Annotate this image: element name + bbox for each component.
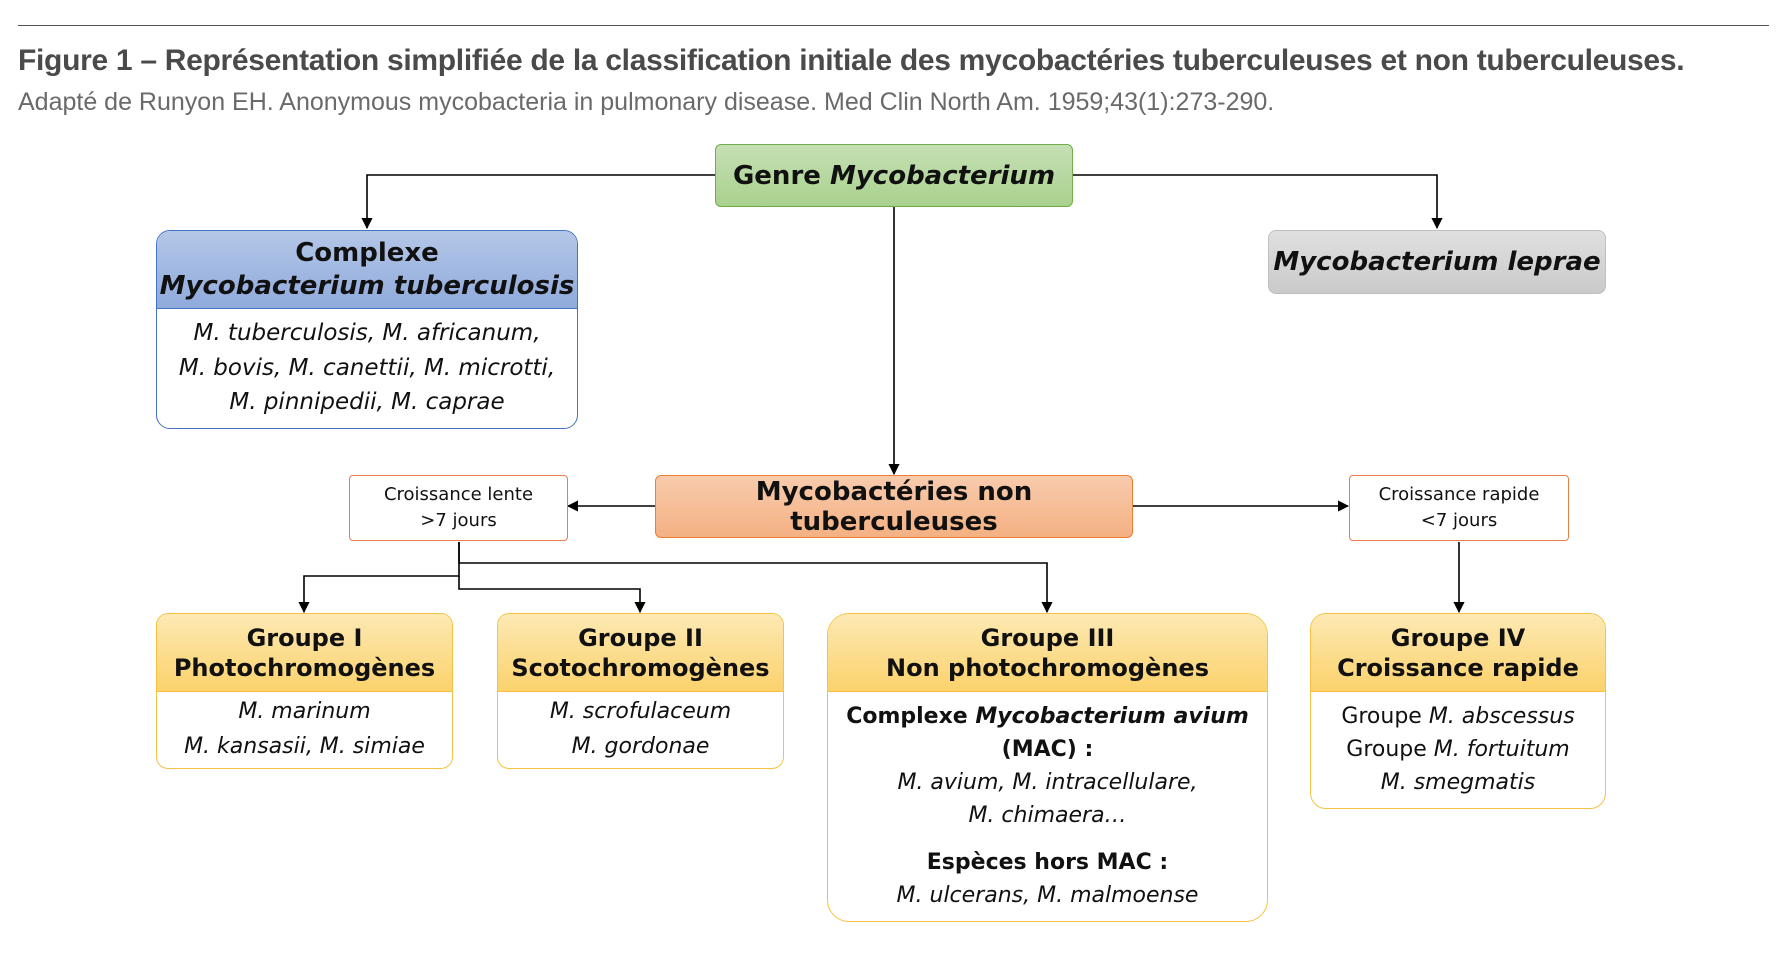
slow-growth-box: Croissance lente >7 jours [349, 475, 568, 541]
group4-line2: Croissance rapide [1337, 653, 1579, 682]
group1-line2: Photochromogènes [173, 653, 436, 682]
tb-member-line: M. tuberculosis, M. africanum, [193, 320, 541, 347]
figure-title: Figure 1 – Représentation simplifiée de … [18, 44, 1685, 77]
tb-complex-line1: Complexe [295, 238, 439, 268]
group1-box: Groupe I Photochromogènes M. marinum M. … [156, 613, 453, 769]
top-rule [18, 25, 1769, 26]
group2-member: M. scrofulaceum [549, 699, 732, 725]
figure-subtitle: Adapté de Runyon EH. Anonymous mycobacte… [18, 88, 1275, 116]
tb-complex-box: Complexe Mycobacterium tuberculosis M. t… [156, 230, 578, 429]
group4-member: Groupe M. abscessus [1341, 700, 1574, 733]
group1-member: M. kansasii, M. simiae [184, 733, 425, 759]
group4-member-prefix: Groupe [1341, 704, 1422, 729]
group3-other-members: M. ulcerans, M. malmoense [896, 883, 1199, 908]
arrow-slow-to-group2 [458, 576, 646, 614]
arrow-slow-to-group3 [458, 542, 1053, 614]
arrow-genus-to-leprae [1073, 174, 1443, 230]
group2-members: M. scrofulaceum M. gordonae [498, 692, 783, 767]
group4-members: Groupe M. abscessus Groupe M. fortuitum … [1311, 692, 1605, 807]
group1-line1: Groupe I [246, 623, 363, 652]
leprae-label: Mycobacterium leprae [1273, 247, 1601, 277]
group1-members: M. marinum M. kansasii, M. simiae [157, 692, 452, 767]
group4-box: Groupe IV Croissance rapide Groupe M. ab… [1310, 613, 1606, 809]
ntm-box: Mycobactéries non tuberculeuses [655, 475, 1133, 538]
arrow-slow-to-group1 [298, 542, 460, 614]
group3-mac-suffix: (MAC) : [1001, 737, 1094, 762]
group2-header: Groupe II Scotochromogènes [498, 614, 783, 692]
arrow-genus-to-tb-complex [361, 174, 715, 230]
group2-line2: Scotochromogènes [511, 653, 770, 682]
genus-box: Genre Mycobacterium [715, 144, 1073, 207]
tb-complex-line2: Mycobacterium tuberculosis [159, 270, 575, 301]
tb-complex-members: M. tuberculosis, M. africanum, M. bovis,… [157, 309, 577, 427]
group3-mac-prefix: Complexe [846, 704, 968, 729]
group3-box: Groupe III Non photochromogènes Complexe… [827, 613, 1268, 922]
tb-complex-header: Complexe Mycobacterium tuberculosis [157, 231, 577, 309]
group2-box: Groupe II Scotochromogènes M. scrofulace… [497, 613, 784, 769]
group3-mac-member: M. chimaera… [968, 803, 1127, 828]
group4-member-prefix: Groupe [1346, 737, 1427, 762]
ntm-label: Mycobactéries non tuberculeuses [755, 476, 1033, 537]
rapid-growth-line1: Croissance rapide [1378, 483, 1540, 505]
group2-member: M. gordonae [571, 733, 710, 759]
leprae-box: Mycobacterium leprae [1268, 230, 1606, 294]
group4-member-name: M. smegmatis [1380, 770, 1536, 795]
slow-growth-line2: >7 jours [420, 510, 497, 531]
rapid-growth-box: Croissance rapide <7 jours [1349, 475, 1569, 541]
group3-members: Complexe Mycobacterium avium (MAC) : M. … [828, 692, 1267, 920]
group4-header: Groupe IV Croissance rapide [1311, 614, 1605, 692]
group3-mac-member: M. avium, M. intracellulare, [897, 770, 1198, 795]
group3-line1: Groupe III [980, 623, 1115, 652]
group3-mac-name: Mycobacterium avium [975, 704, 1249, 729]
tb-member-line: M. bovis, M. canettii, M. microtti, [178, 354, 556, 381]
group4-member: M. smegmatis [1381, 766, 1535, 799]
group3-other-heading: Espèces hors MAC : [926, 850, 1169, 875]
group1-header: Groupe I Photochromogènes [157, 614, 452, 692]
slow-growth-line1: Croissance lente [383, 483, 534, 505]
group2-line1: Groupe II [578, 623, 703, 652]
genus-prefix: Genre [732, 160, 821, 191]
group1-member: M. marinum [238, 699, 371, 725]
group4-line1: Groupe IV [1390, 623, 1526, 652]
tb-member-line: M. pinnipedii, M. caprae [229, 389, 505, 416]
group4-member-name: M. abscessus [1428, 704, 1575, 729]
genus-name: Mycobacterium [829, 160, 1056, 191]
rapid-growth-line2: <7 jours [1420, 510, 1498, 531]
group3-mac-heading: Complexe Mycobacterium avium [846, 700, 1249, 733]
group3-line2: Non photochromogènes [886, 653, 1209, 682]
group4-member-name: M. fortuitum [1433, 737, 1570, 762]
group4-member: Groupe M. fortuitum [1346, 733, 1569, 766]
group3-header: Groupe III Non photochromogènes [828, 614, 1267, 692]
